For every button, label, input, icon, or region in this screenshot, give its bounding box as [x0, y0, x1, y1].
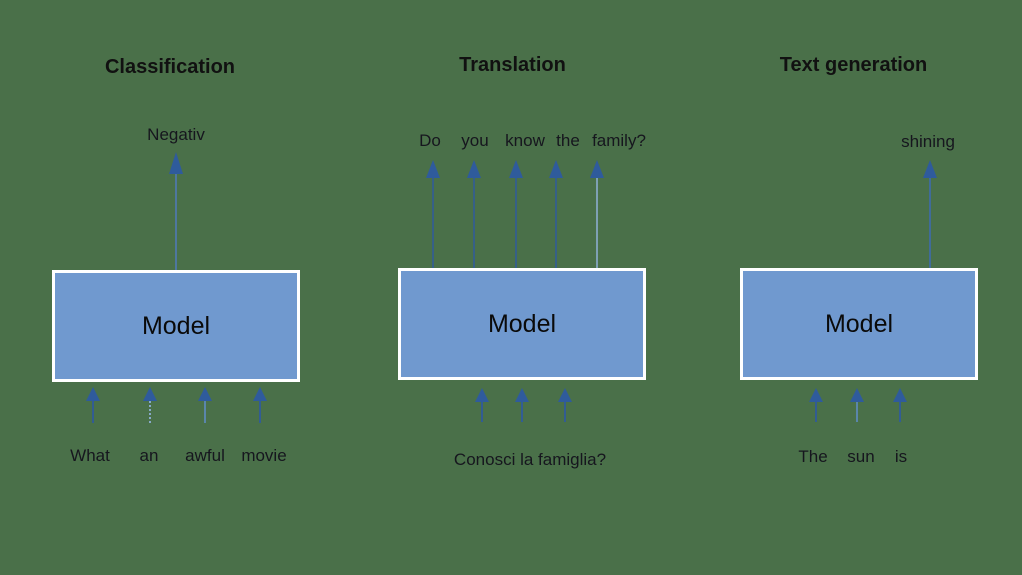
input-token-2: an — [139, 446, 159, 465]
model-box-text-generation: Model — [740, 268, 978, 380]
model-label: Model — [824, 309, 894, 338]
input-token-1: What — [70, 446, 110, 465]
output-arrow-4 — [548, 160, 564, 268]
panel-title-text-generation: Text generation — [779, 54, 928, 76]
output-arrow-1 — [168, 152, 184, 270]
output-token-shining: shining — [901, 132, 955, 151]
output-arrow-1 — [425, 160, 441, 268]
output-token-1: Do — [419, 131, 441, 150]
input-token-3: is — [894, 447, 908, 466]
input-arrow-4 — [252, 387, 268, 423]
input-token-1: The — [798, 447, 828, 466]
panel-text-generation: Text generation shining Model — [685, 0, 1022, 575]
output-token-2: you — [461, 131, 489, 150]
output-token-negativ: Negativ — [147, 125, 205, 144]
input-token-4: movie — [241, 446, 287, 465]
input-arrow-1 — [474, 388, 490, 422]
output-arrow-3 — [508, 160, 524, 268]
model-label: Model — [141, 311, 211, 340]
output-token-4: the — [556, 131, 580, 150]
input-phrase: Conosci la famiglia? — [453, 450, 607, 469]
input-token-2: sun — [847, 447, 875, 466]
output-arrow-2 — [466, 160, 482, 268]
output-token-3: know — [505, 131, 545, 150]
output-token-5: family? — [592, 131, 646, 150]
panel-classification: Classification Negativ Model — [0, 0, 340, 575]
model-box-classification: Model — [52, 270, 300, 382]
output-arrow-5 — [589, 160, 605, 272]
output-arrow-1 — [922, 160, 938, 270]
panel-title-translation: Translation — [459, 54, 566, 76]
input-arrow-3 — [197, 387, 213, 423]
input-token-3: awful — [185, 446, 225, 465]
input-arrow-1 — [85, 387, 101, 423]
input-arrow-1 — [808, 388, 824, 422]
input-arrow-2 — [142, 387, 158, 423]
panel-title-classification: Classification — [104, 56, 236, 78]
model-box-translation: Model — [398, 268, 646, 380]
input-arrow-2 — [514, 388, 530, 422]
input-arrow-3 — [557, 388, 573, 422]
model-label: Model — [487, 309, 557, 338]
panel-translation: Translation Do you know the family? — [340, 0, 685, 575]
input-arrow-3 — [892, 388, 908, 422]
input-arrow-2 — [849, 388, 865, 422]
